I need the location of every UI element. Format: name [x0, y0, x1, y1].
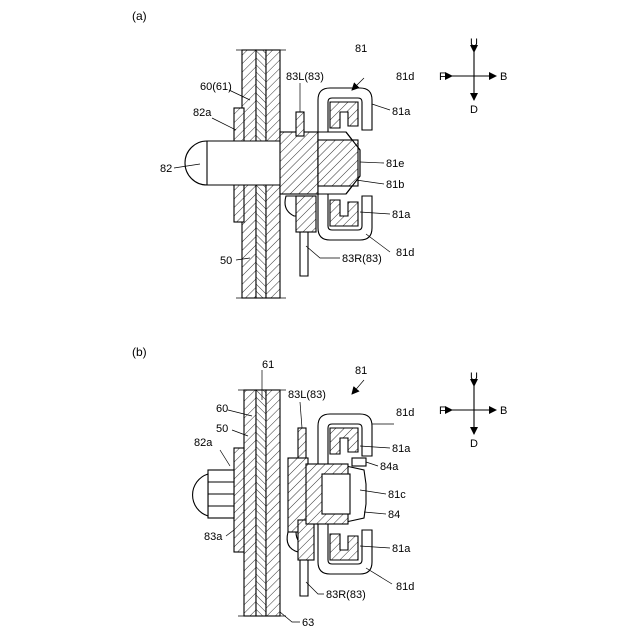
label-a-60-61: 60(61)	[200, 81, 232, 93]
compass-a-back: B	[500, 71, 507, 83]
plate-b-61	[266, 390, 280, 616]
label-b-82a: 82a	[194, 437, 213, 449]
nut-82a	[193, 470, 234, 518]
panel-a-label: (a)	[132, 9, 147, 23]
compass-a-down: D	[470, 104, 478, 116]
label-b-61: 61	[262, 359, 274, 371]
clip-81b	[318, 140, 358, 186]
label-b-81d-top: 81d	[396, 407, 414, 419]
panel-b-label: (b)	[132, 345, 147, 359]
label-b-84a: 84a	[380, 461, 399, 473]
label-a-81e: 81e	[386, 158, 404, 170]
washer-83a	[234, 448, 244, 552]
label-b-81a-bottom: 81a	[392, 543, 411, 555]
label-a-82a: 82a	[193, 107, 212, 119]
label-b-81d-bottom: 81d	[396, 581, 414, 593]
compass-b-back: B	[500, 405, 507, 417]
label-a-81d-bottom: 81d	[396, 247, 414, 259]
label-b-81: 81	[355, 365, 367, 377]
compass-b-up: U	[470, 371, 478, 383]
label-b-83L: 83L(83)	[288, 389, 326, 401]
label-a-81a-bottom: 81a	[392, 209, 411, 221]
label-b-83R: 83R(83)	[326, 589, 366, 601]
clip-81	[318, 88, 372, 240]
label-b-63: 63	[302, 617, 314, 629]
compass-a-up: U	[470, 37, 478, 49]
label-a-50: 50	[220, 255, 232, 267]
panel-a: (a)	[132, 9, 507, 298]
label-a-81d-top: 81d	[396, 71, 414, 83]
label-a-81: 81	[355, 43, 367, 55]
label-b-81c: 81c	[388, 489, 406, 501]
panel-b: (b)	[132, 345, 507, 629]
label-a-81b: 81b	[386, 179, 404, 191]
label-a-83R: 83R(83)	[342, 253, 382, 265]
clip-81a-top	[330, 102, 358, 128]
label-b-60: 60	[216, 403, 228, 415]
nut-84a	[352, 458, 366, 466]
clip-b-81a-top	[330, 428, 358, 454]
clip-b-81a-bottom	[330, 534, 358, 560]
label-b-84: 84	[388, 509, 400, 521]
label-b-81a-top: 81a	[392, 443, 411, 455]
label-a-81a-top: 81a	[392, 106, 411, 118]
compass-a: U D F B	[439, 37, 507, 116]
label-a-82: 82	[160, 163, 172, 175]
plate-b-60	[256, 390, 266, 616]
label-a-83L: 83L(83)	[286, 71, 324, 83]
compass-a-front: F	[439, 71, 446, 83]
plate-b-50	[244, 390, 256, 616]
compass-b-front: F	[439, 405, 446, 417]
label-b-50: 50	[216, 423, 228, 435]
compass-b-down: D	[470, 438, 478, 450]
clip-81a-bottom	[330, 200, 358, 226]
panel-b-plates	[238, 390, 286, 616]
label-b-83a: 83a	[204, 531, 223, 543]
clip-b-81	[306, 414, 372, 574]
compass-b: U D F B	[439, 371, 507, 450]
